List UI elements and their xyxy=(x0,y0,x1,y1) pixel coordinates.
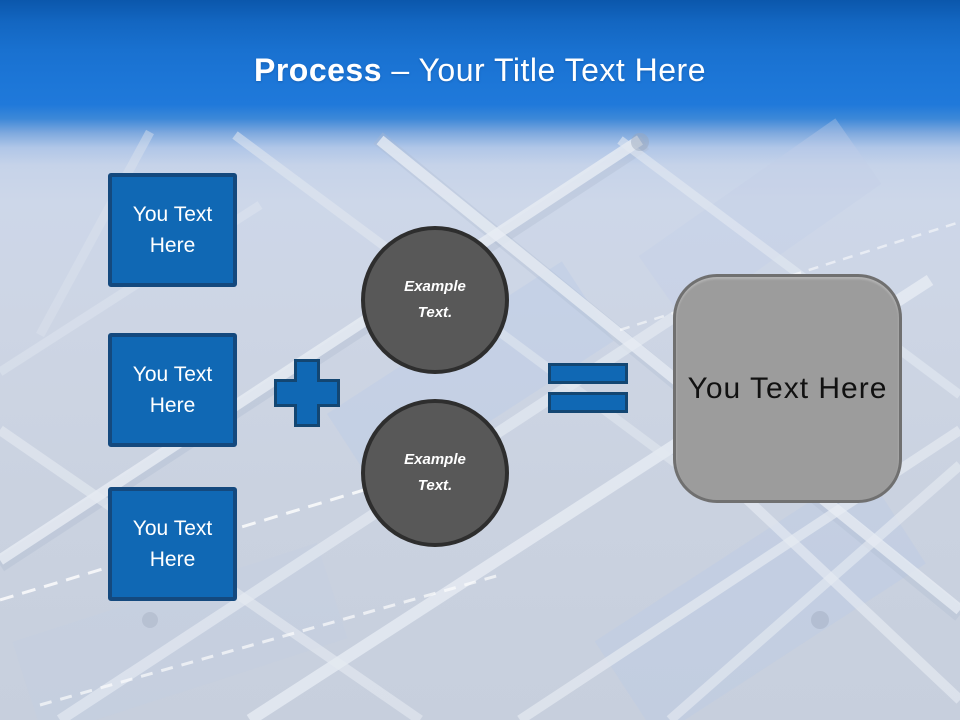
placeholder-box-2-label: You Text Here xyxy=(132,363,213,417)
example-circle-2: Example Text. xyxy=(361,399,509,547)
title-emphasis: Process xyxy=(253,52,383,88)
example-circle-2-label: Example Text. xyxy=(404,451,466,494)
equals-icon xyxy=(548,363,628,421)
placeholder-box-2: You Text Here xyxy=(108,333,237,447)
result-box-label: You Text Here xyxy=(687,371,888,405)
example-circle-1: Example Text. xyxy=(361,226,509,374)
slide-title: Process – Your Title Text Here xyxy=(0,52,960,89)
result-box: You Text Here xyxy=(673,274,902,503)
placeholder-box-3: You Text Here xyxy=(108,487,237,601)
title-rest: – Your Title Text Here xyxy=(382,52,706,88)
placeholder-box-3-label: You Text Here xyxy=(132,517,213,571)
plus-icon xyxy=(274,359,340,427)
example-circle-1-label: Example Text. xyxy=(404,278,466,321)
placeholder-box-1-label: You Text Here xyxy=(132,203,213,257)
equals-bar-bottom xyxy=(548,392,628,413)
equals-bar-top xyxy=(548,363,628,384)
placeholder-box-1: You Text Here xyxy=(108,173,237,287)
